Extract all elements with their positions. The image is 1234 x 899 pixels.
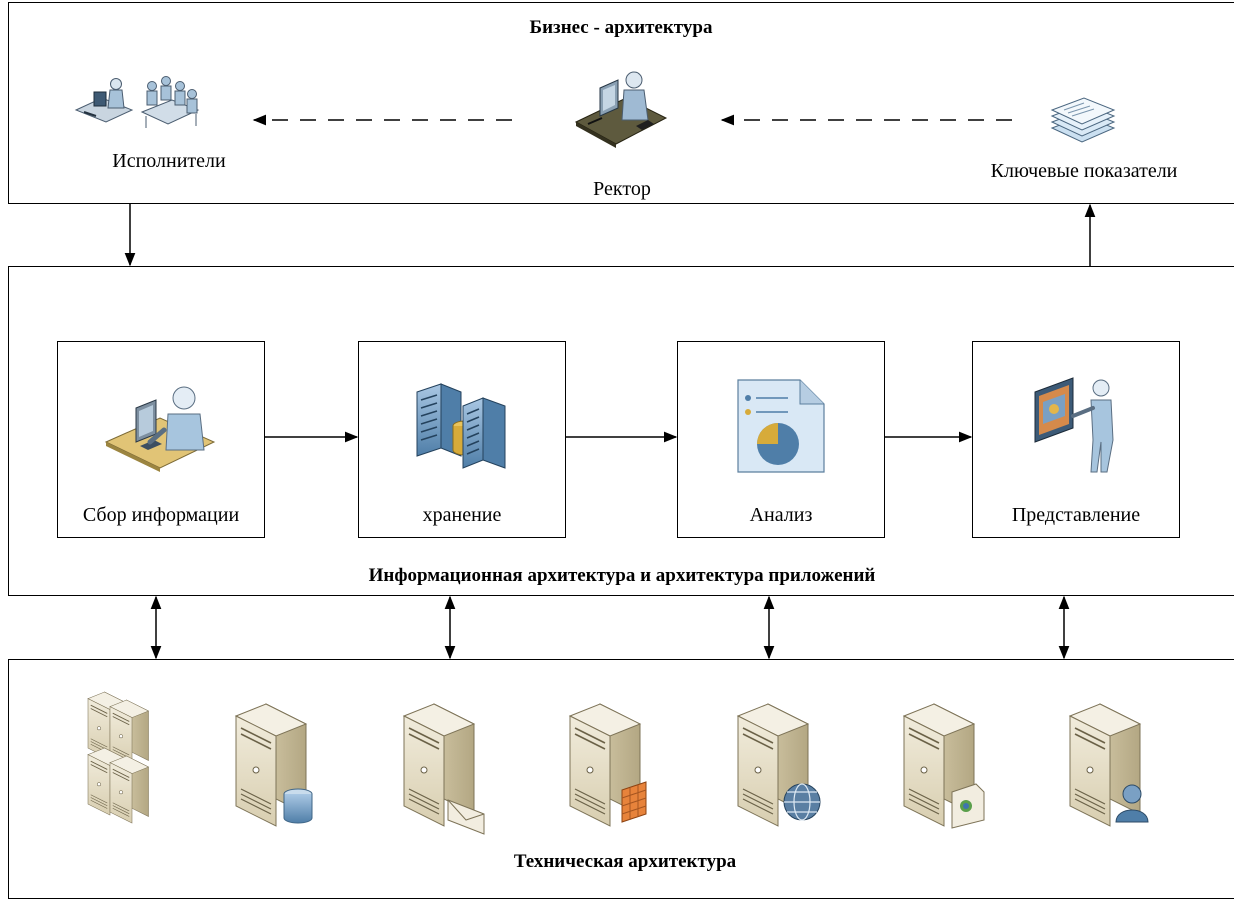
file-server-icon xyxy=(903,703,998,829)
step-label: Анализ xyxy=(749,504,813,526)
information-architecture-title: Информационная архитектура и архитектура… xyxy=(368,565,876,586)
database-servers-icon xyxy=(416,383,509,469)
rector-label: Ректор xyxy=(593,178,651,200)
step-label: хранение xyxy=(422,504,502,526)
step-collection-box: Сбор информации xyxy=(57,341,265,538)
executors-icon xyxy=(72,72,202,132)
web-server-icon xyxy=(737,703,832,828)
business-architecture-title: Бизнес - архитектура xyxy=(529,17,713,38)
presenter-icon xyxy=(1031,376,1121,476)
step-analysis-box: Анализ xyxy=(677,341,885,538)
firewall-server-icon xyxy=(569,703,664,828)
analysis-report-icon xyxy=(736,378,826,474)
step-presentation-box: Представление xyxy=(972,341,1180,538)
server-cluster-icon xyxy=(87,691,164,828)
technical-architecture-title: Техническая архитектура xyxy=(513,851,737,872)
database-server-icon xyxy=(235,703,330,828)
rector-icon xyxy=(572,68,668,148)
step-label: Представление xyxy=(1011,504,1141,526)
kpi-documents-icon xyxy=(1050,97,1116,146)
step-label: Сбор информации xyxy=(82,504,240,526)
executors-label: Исполнители xyxy=(112,150,226,172)
kpi-label: Ключевые показатели xyxy=(990,160,1178,182)
user-at-computer-icon xyxy=(104,384,216,472)
mail-server-icon xyxy=(403,703,498,835)
step-storage-box: хранение xyxy=(358,341,566,538)
directory-server-icon xyxy=(1069,703,1164,828)
